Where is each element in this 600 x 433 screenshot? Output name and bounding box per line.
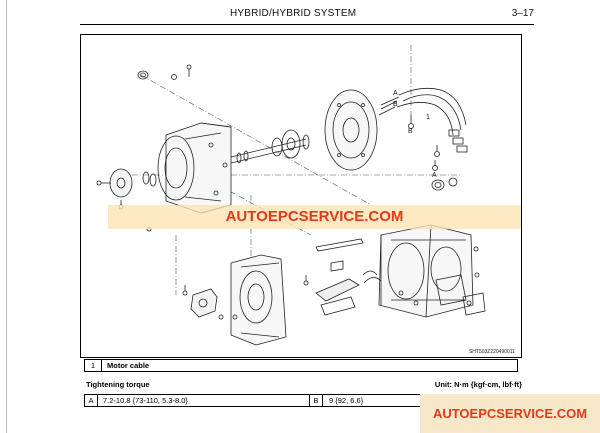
torque-key-a: A [85, 395, 98, 406]
center-watermark-text: AUTOEPCSERVICE.COM [225, 208, 404, 225]
parts-table-row: 1 Motor cable [84, 359, 518, 372]
torque-units: Unit: N·m {kgf·cm, lbf·ft} [434, 380, 522, 389]
callout-a-label: A [393, 90, 398, 97]
exploded-view-diagram: A B B 1 A SHT503Z220490011 [80, 34, 522, 358]
callout-1-label: 1 [426, 114, 430, 121]
callout-b-label: B [408, 128, 413, 135]
tightening-torque-heading: Tightening torque [86, 380, 150, 389]
part-name: Motor cable [107, 361, 150, 370]
corner-watermark-text: AUTOEPCSERVICE.COM [432, 406, 588, 421]
corner-watermark: AUTOEPCSERVICE.COM [420, 394, 600, 433]
torque-value-a: 7.2-10.8 {73-110, 5.3-8.0} [103, 396, 188, 405]
section-title: HYBRID/HYBRID SYSTEM [230, 8, 357, 19]
callout-b-label-upper: B [393, 101, 398, 108]
page-left-border [6, 0, 7, 433]
torque-key-b: B [309, 395, 323, 406]
page-number: 3–17 [511, 8, 534, 19]
torque-value-b: 9 {92, 6.6} [329, 396, 364, 405]
callout-a-label-lower: A [432, 172, 437, 179]
page-header: HYBRID/HYBRID SYSTEM 3–17 [80, 6, 534, 25]
part-number: 1 [85, 360, 102, 371]
center-watermark: AUTOEPCSERVICE.COM [108, 205, 521, 229]
exploded-view-illustration: A B B 1 A [96, 45, 486, 346]
illustration-id: SHT503Z220490011 [468, 349, 515, 355]
